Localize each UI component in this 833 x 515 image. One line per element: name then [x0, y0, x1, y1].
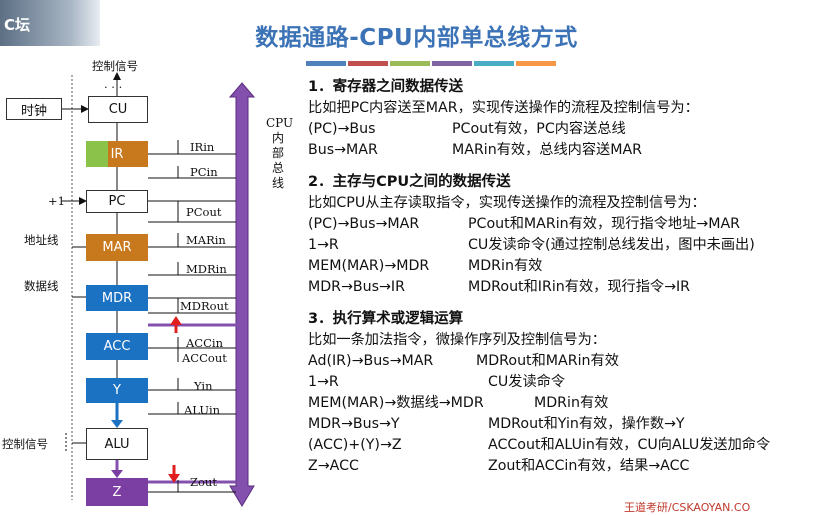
cpu-bus-label: CPU 内 部 总 线 — [266, 116, 294, 191]
op-text: (PC)→Bus→MAR — [308, 216, 420, 232]
table-row: (PC)→Bus→MAR PCout和MARin有效，现行指令地址→MAR — [308, 214, 833, 235]
signal-aluin: ALUin — [184, 403, 221, 417]
top-banner: C坛 — [0, 0, 100, 46]
signal-pcin: PCin — [190, 165, 218, 179]
table-row: MDR→Bus→Y MDRout和Yin有效，操作数→Y — [308, 414, 833, 435]
swatch — [390, 61, 430, 66]
op-text: MEM(MAR)→数据线→MDR — [308, 395, 484, 411]
table-row: MEM(MAR)→MDR MDRin有效 — [308, 256, 833, 277]
desc-text: ACCout和ALUin有效，CU向ALU发送加命令 — [488, 437, 771, 453]
y-register: Y — [86, 378, 148, 403]
mdr-register: MDR — [86, 285, 148, 311]
cu-register: CU — [88, 96, 148, 123]
cpu-bus-label-line: 总 — [271, 161, 284, 175]
section-3-heading: 3．执行算术或逻辑运算 — [308, 311, 464, 327]
control-signal-label: 控制信号 — [92, 59, 138, 73]
table-row: Ad(IR)→Bus→MAR MDRout和MARin有效 — [308, 351, 833, 372]
slide-title: 数据通路-CPU内部单总线方式 — [255, 25, 578, 51]
op-text: Bus→MAR — [308, 142, 378, 158]
cpu-bus-label-line: 内 — [271, 131, 284, 145]
desc-text: MDRout和Yin有效，操作数→Y — [488, 416, 685, 432]
op-text: (ACC)+(Y)→Z — [308, 437, 402, 453]
table-row: (ACC)+(Y)→Z ACCout和ALUin有效，CU向ALU发送加命令 — [308, 435, 833, 456]
desc-text: MDRin有效 — [468, 258, 543, 274]
table-row: MEM(MAR)→数据线→MDR MDRin有效 — [308, 393, 833, 414]
desc-text: PCout和MARin有效，现行指令地址→MAR — [468, 216, 741, 232]
desc-text: MDRout和MARin有效 — [476, 353, 619, 369]
signal-accout: ACCout — [182, 351, 227, 365]
op-text: 1→R — [308, 237, 339, 253]
footer-watermark: 王道考研/CSKAOYAN.CO — [624, 501, 751, 514]
signal-pcout: PCout — [186, 205, 222, 219]
swatch — [306, 61, 346, 66]
op-text: 1→R — [308, 374, 339, 390]
table-row: MDR→Bus→IR MDRout和IRin有效，现行指令→IR — [308, 277, 833, 298]
signal-yin: Yin — [194, 379, 213, 393]
signal-irin: IRin — [190, 140, 215, 154]
cpu-bus-label-line: CPU — [266, 116, 294, 130]
alu-unit: ALU — [86, 428, 148, 460]
address-line-label: 地址线 — [24, 233, 59, 247]
swatch — [516, 61, 556, 66]
desc-text: CU发读命令 — [488, 374, 566, 390]
z-register: Z — [86, 478, 148, 506]
section-2-heading: 2．主存与CPU之间的数据传送 — [308, 174, 511, 190]
swatch — [432, 61, 472, 66]
ir-register: IR — [86, 141, 148, 167]
section-1-heading: 1．寄存器之间数据传送 — [308, 79, 464, 95]
signal-accin: ACCin — [186, 336, 223, 350]
table-row: (PC)→Bus PCout有效，PC内容送总线 — [308, 119, 833, 140]
ellipsis: · · · — [104, 80, 123, 94]
desc-text: MARin有效，总线内容送MAR — [452, 142, 643, 158]
table-row: 1→R CU发读命令(通过控制总线发出，图中未画出) — [308, 235, 833, 256]
desc-text: PCout有效，PC内容送总线 — [452, 121, 626, 137]
table-row: Bus→MAR MARin有效，总线内容送MAR — [308, 140, 833, 161]
datapath-diagram — [62, 72, 256, 507]
clock-box: 时钟 — [6, 98, 62, 120]
swatch — [348, 61, 388, 66]
plus-one-label: +1 — [48, 194, 65, 208]
mar-register: MAR — [86, 234, 148, 261]
swatch — [474, 61, 514, 66]
op-text: Z→ACC — [308, 458, 359, 474]
desc-text: MDRout和IRin有效，现行指令→IR — [468, 279, 691, 295]
signal-marin: MARin — [186, 233, 226, 247]
desc-text: Zout和ACCin有效，结果→ACC — [488, 458, 690, 474]
acc-register: ACC — [86, 333, 148, 360]
desc-text: MDRin有效 — [534, 395, 609, 411]
op-text: Ad(IR)→Bus→MAR — [308, 353, 434, 369]
slide-content: 1．寄存器之间数据传送 比如把PC内容送至MAR，实现传送操作的流程及控制信号为… — [308, 76, 833, 477]
cpu-bus-label-line: 部 — [271, 146, 284, 160]
op-text: MDR→Bus→IR — [308, 279, 405, 295]
alu-control-label: 控制信号 — [2, 437, 48, 451]
desc-text: CU发读命令(通过控制总线发出，图中未画出) — [468, 237, 755, 253]
section-2-intro: 比如CPU从主存读取指令，实现传送操作的流程及控制信号为： — [308, 195, 706, 211]
data-line-label: 数据线 — [24, 279, 59, 293]
table-row: 1→R CU发读命令 — [308, 372, 833, 393]
banner-text: C坛 — [4, 16, 31, 34]
cpu-bus-label-line: 线 — [271, 176, 284, 190]
section-1-intro: 比如把PC内容送至MAR，实现传送操作的流程及控制信号为： — [308, 100, 699, 116]
op-text: MDR→Bus→Y — [308, 416, 400, 432]
signal-mdrout: MDRout — [180, 299, 229, 313]
cpu-internal-bus — [228, 82, 256, 507]
op-text: (PC)→Bus — [308, 121, 376, 137]
signal-mdrin: MDRin — [186, 262, 227, 276]
pc-register: PC — [86, 190, 148, 213]
section-3-intro: 比如一条加法指令，微操作序列及控制信号为： — [308, 332, 606, 348]
signal-zout: Zout — [190, 475, 217, 489]
table-row: Z→ACC Zout和ACCin有效，结果→ACC — [308, 456, 833, 477]
op-text: MEM(MAR)→MDR — [308, 258, 430, 274]
